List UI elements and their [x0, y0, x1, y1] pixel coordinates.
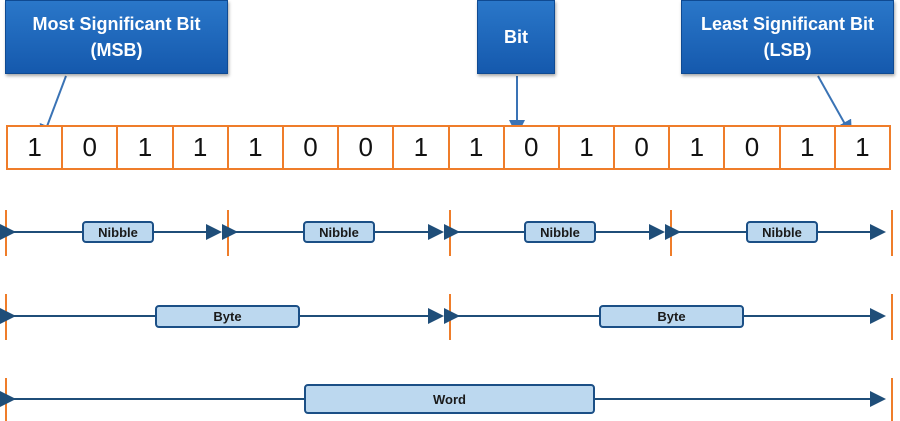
byte-row [0, 294, 893, 340]
bit-cell: 0 [502, 125, 560, 170]
bit-cell: 1 [116, 125, 174, 170]
bit-cell: 0 [723, 125, 781, 170]
nibble-label: Nibble [82, 221, 154, 243]
bit-row: 1 0 1 1 1 0 0 1 1 0 1 0 1 0 1 1 [6, 125, 891, 170]
bit-cell: 0 [281, 125, 340, 170]
bit-cell: 1 [778, 125, 836, 170]
bit-callout-line1: Bit [504, 27, 528, 47]
nibble-label: Nibble [524, 221, 596, 243]
bit-cell: 1 [226, 125, 284, 170]
bit-callout: Bit [477, 0, 555, 74]
bit-cell: 1 [668, 125, 726, 170]
bit-cell: 0 [337, 125, 395, 170]
byte-label: Byte [155, 305, 300, 328]
byte-label: Byte [599, 305, 744, 328]
lsb-callout-line2: (LSB) [763, 40, 812, 60]
bit-cell: 1 [392, 125, 450, 170]
bit-cell: 1 [447, 125, 505, 170]
lsb-callout-line1: Least Significant Bit [700, 14, 875, 34]
bit-cell: 1 [557, 125, 616, 170]
bit-cell: 1 [833, 125, 891, 170]
nibble-label: Nibble [746, 221, 818, 243]
lsb-callout: Least Significant Bit (LSB) [681, 0, 894, 74]
word-label: Word [304, 384, 595, 414]
msb-callout-line1: Most Significant Bit [32, 14, 201, 34]
bit-cell: 1 [6, 125, 64, 170]
msb-callout-line2: (MSB) [90, 40, 143, 60]
msb-callout: Most Significant Bit (MSB) [5, 0, 228, 74]
bit-cell: 1 [171, 125, 229, 170]
bit-cell: 0 [61, 125, 119, 170]
lsb-pointer [817, 75, 852, 137]
nibble-label: Nibble [303, 221, 375, 243]
bit-cell: 0 [613, 125, 671, 170]
